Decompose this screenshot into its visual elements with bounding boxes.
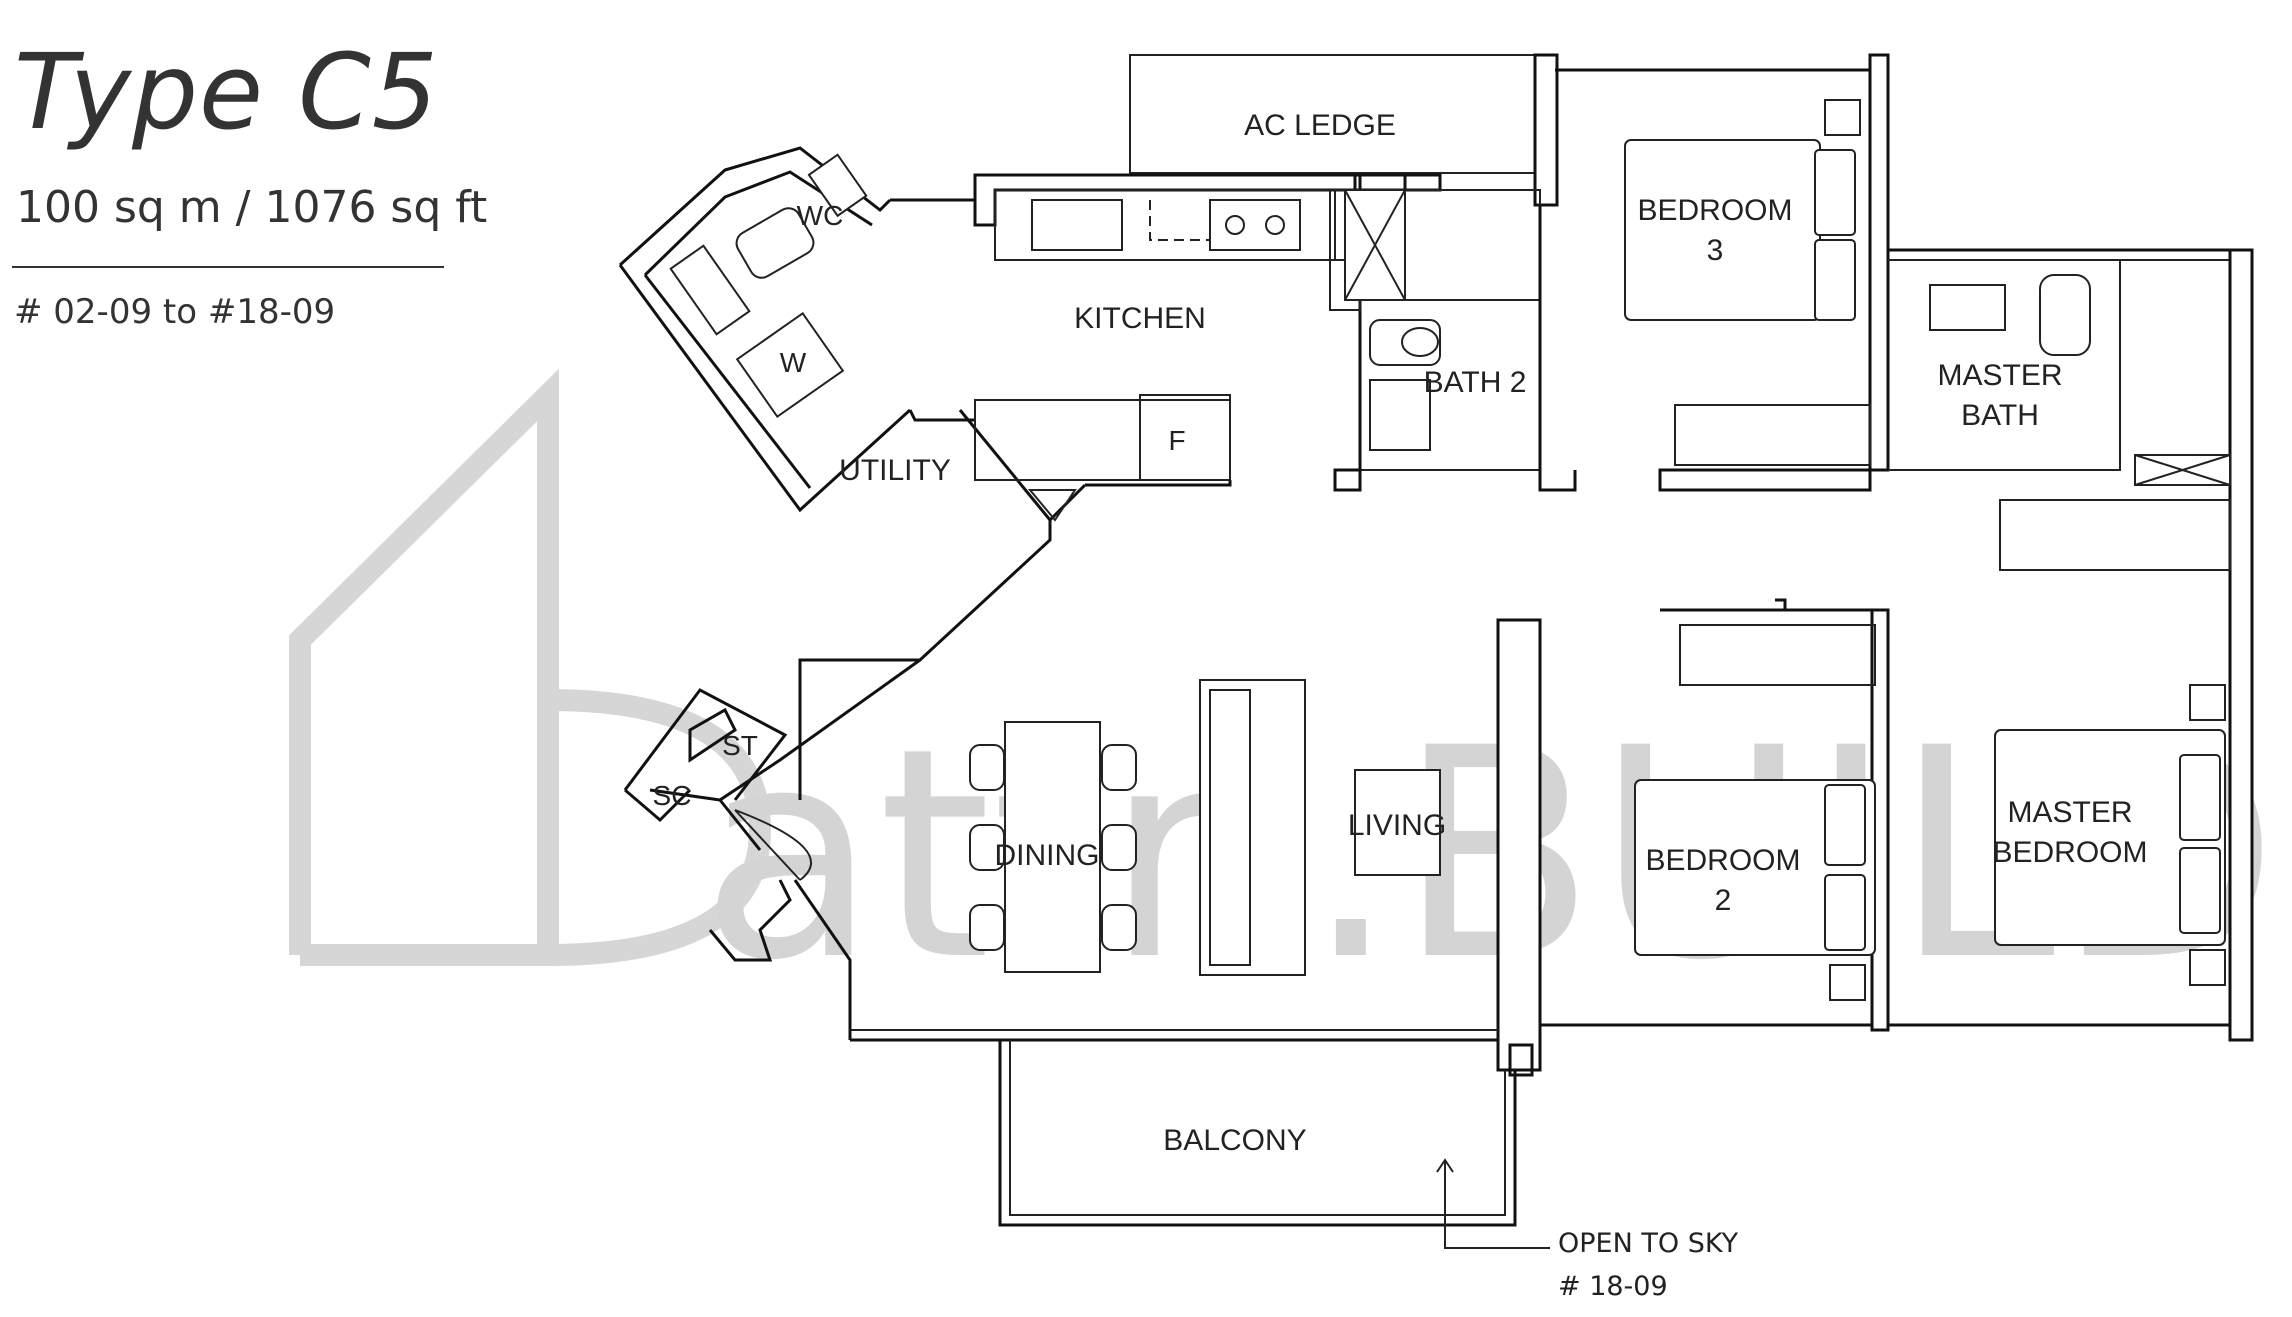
shower-icon (669, 244, 751, 336)
wc-toilet-icon (735, 207, 815, 279)
master-bedroom-label-line2: BEDROOM (1992, 836, 2147, 869)
mbr-bed-icon (1994, 729, 2226, 946)
sc-label: SC (653, 780, 692, 811)
tv-console-icon (1354, 769, 1441, 876)
ac-ledge (1129, 53, 1559, 207)
bedroom3-furniture (1624, 99, 1871, 466)
toilet-icon (1369, 319, 1441, 366)
master-bedroom-label-line1: MASTER (2007, 796, 2132, 829)
bath2-label: BATH 2 (1424, 366, 1527, 399)
basin-icon (1369, 379, 1431, 451)
room-labels: AC LEDGE WC KITCHEN BATH 2 BEDROOM 3 MAS… (653, 109, 2148, 1157)
mb-basin-icon (1929, 284, 2006, 331)
fridge-label: F (1168, 425, 1185, 456)
dining-label: DINING (995, 839, 1100, 872)
unit-numbers: # 02-09 to #18-09 (14, 292, 336, 332)
unit-area: 100 sq m / 1076 sq ft (16, 182, 488, 233)
mb-wardrobe-icon (1999, 499, 2231, 571)
cooktop-icon (1209, 199, 1301, 251)
master-bath-label-line1: MASTER (1937, 359, 2062, 392)
entry-door (734, 809, 812, 881)
washer-icon (735, 311, 845, 419)
master-bath-fixtures (1929, 274, 2231, 571)
bedroom3-label-line2: 3 (1707, 234, 1724, 267)
kitchen-label: KITCHEN (1074, 302, 1206, 335)
wc-label: WC (797, 200, 844, 231)
sofa-icon (1199, 679, 1306, 976)
b2-wardrobe-icon (1679, 624, 1876, 686)
balcony-label: BALCONY (1163, 1124, 1306, 1157)
unit-type-title: Type C5 (14, 31, 439, 153)
bed-icon (1624, 139, 1821, 321)
open-to-sky-pointer (1436, 1158, 1550, 1249)
open-to-sky-note: OPEN TO SKY (1558, 1228, 1739, 1259)
master-bath-label-line2: BATH (1961, 399, 2039, 432)
master-bedroom-furniture (1994, 684, 2226, 986)
open-to-sky-unit: # 18-09 (1558, 1271, 1668, 1302)
washer-label: W (780, 347, 807, 378)
balcony (998, 1040, 1517, 1227)
bedroom3-label-line1: BEDROOM (1637, 194, 1792, 227)
bedroom2-label-line2: 2 (1715, 884, 1732, 917)
kitchen-sink-icon (1031, 199, 1123, 251)
bedroom2-furniture (1634, 624, 1876, 1001)
shaft-icon (1027, 489, 1077, 522)
kitchen-fixtures: F (974, 189, 1406, 522)
b2-bed-icon (1634, 779, 1876, 956)
bedroom2-label-line1: BEDROOM (1645, 844, 1800, 877)
wc-fixtures: W (669, 153, 868, 419)
bedside-icon (1824, 99, 1861, 136)
st-label: ST (722, 730, 758, 761)
header-divider (12, 266, 444, 268)
wardrobe-icon (1674, 404, 1871, 466)
living-label: LIVING (1348, 809, 1446, 842)
bath2-fixtures (1369, 319, 1441, 451)
dining-table-icon (1004, 721, 1101, 973)
ac-ledge-label: AC LEDGE (1244, 109, 1396, 142)
living-dining-furniture (969, 679, 1441, 976)
utility-label: UTILITY (839, 454, 951, 487)
mb-toilet-icon (2039, 274, 2091, 356)
